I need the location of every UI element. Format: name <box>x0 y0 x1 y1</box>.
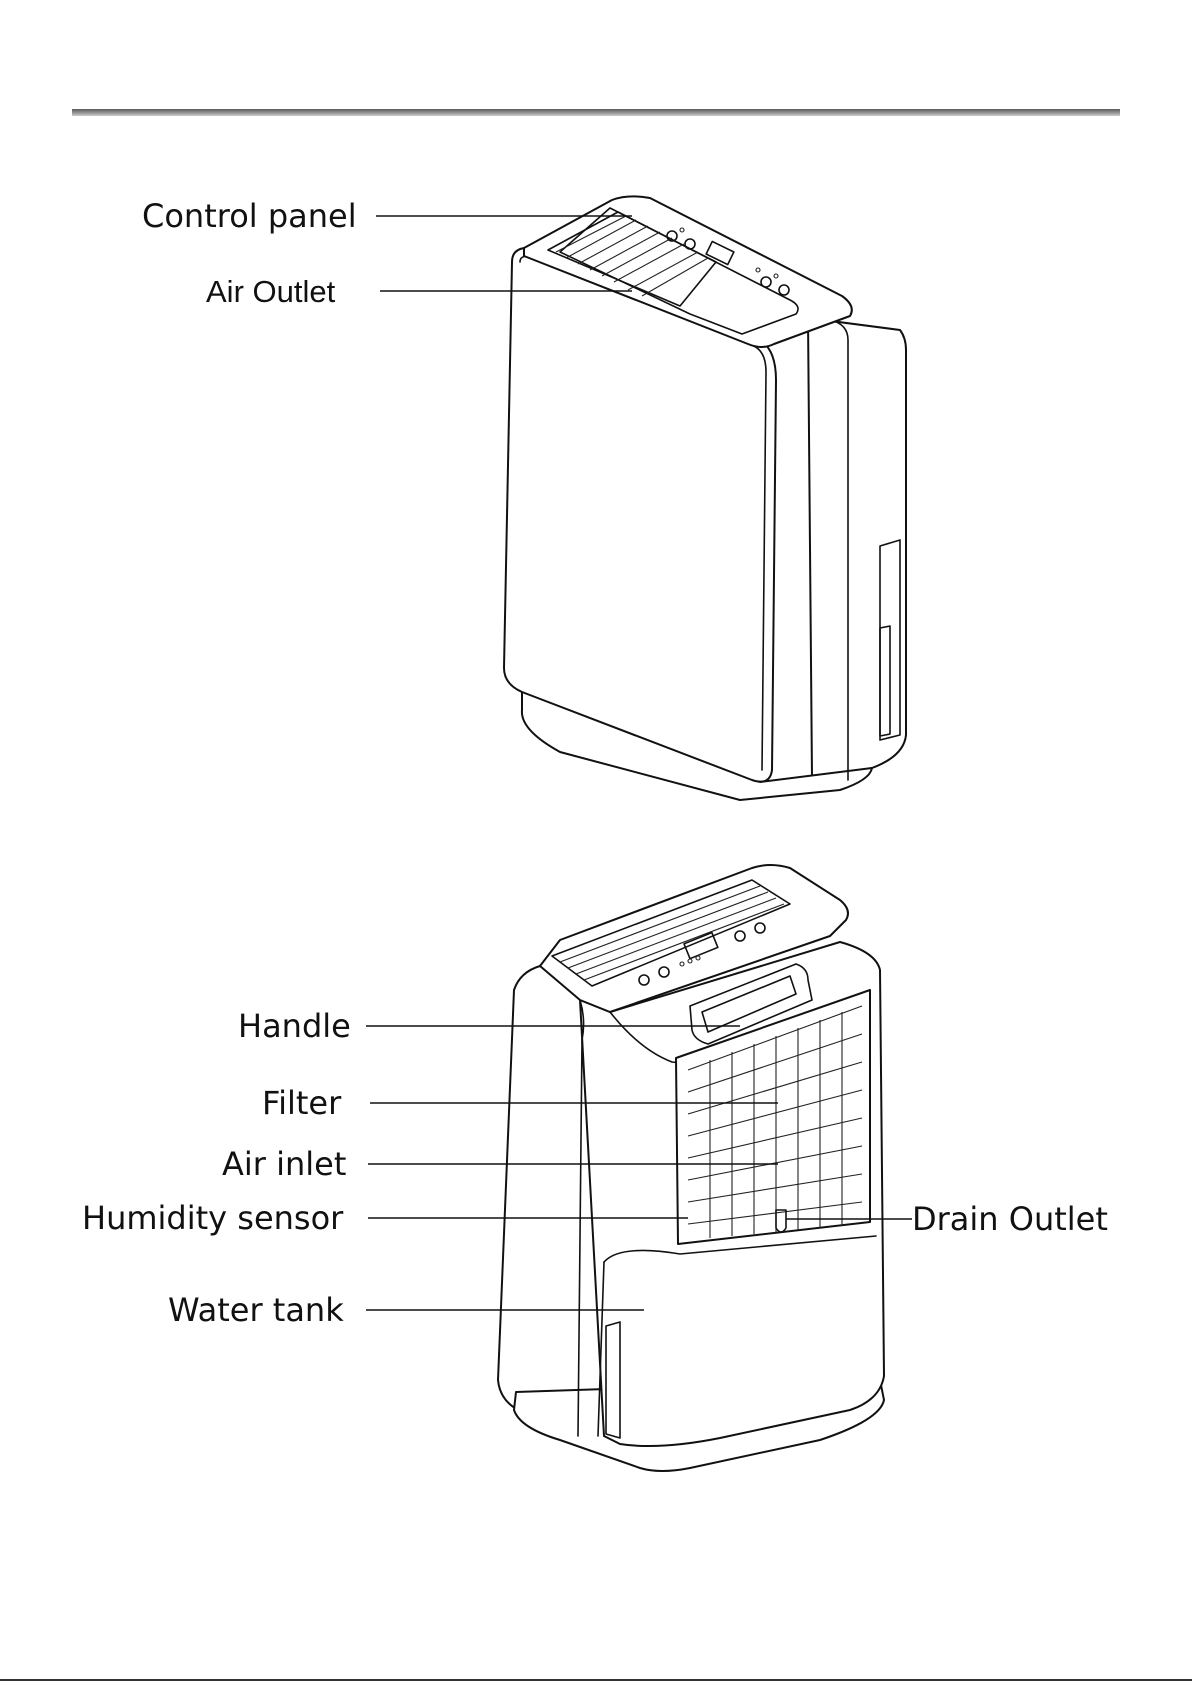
air-inlet-label: Air inlet <box>222 1144 346 1184</box>
front-unit-side-body <box>808 318 906 778</box>
front-view-unit <box>504 196 906 800</box>
humidity-sensor-label: Humidity sensor <box>82 1198 343 1238</box>
control-panel-label: Control panel <box>142 196 357 236</box>
rear-view-unit <box>498 865 884 1471</box>
drain-outlet-label: Drain Outlet <box>912 1199 1108 1239</box>
filter-label: Filter <box>262 1083 341 1123</box>
bottom-rule <box>0 1679 1192 1681</box>
handle-label: Handle <box>238 1006 351 1046</box>
water-tank-label: Water tank <box>168 1290 344 1330</box>
air-outlet-label: Air Outlet <box>206 272 335 312</box>
